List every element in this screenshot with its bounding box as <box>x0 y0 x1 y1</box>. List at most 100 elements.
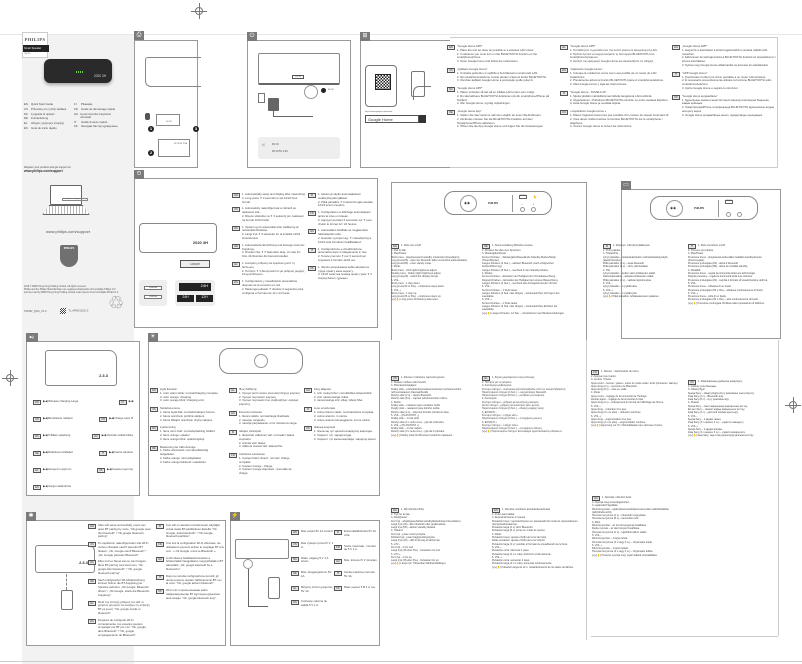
wireless-charging-list: EN▶◀ Wireless charging Large FI▶◀ CS▶◀ Be… <box>33 399 133 490</box>
quick-guide-sheet: DC IN <box>156 114 180 126</box>
bluetooth-panel: ✱ 2.3.3 <box>26 512 226 646</box>
search-icon[interactable] <box>419 115 426 123</box>
speaker-side-outline: 2.3.3 <box>45 350 117 386</box>
power-cable <box>273 111 313 117</box>
box-contents-icon: ⎙ <box>134 31 144 40</box>
mic-buttons-icon: ◉◉ <box>670 206 677 210</box>
brand-label: PHILIPS <box>488 202 499 205</box>
clock-display: 2020 3H <box>192 240 208 245</box>
step-1-badge: 1 <box>148 126 154 132</box>
format-inset-left: 12H/24H 12H/24H <box>139 280 167 306</box>
vol-up-button <box>531 207 536 212</box>
google-home-panel: ⊞ https://www.google.com/home/ Google Ho… <box>360 32 450 168</box>
adapter-box: DC IN 5V 2.5A <box>158 139 190 157</box>
google-home-search-field[interactable]: Google Home <box>365 115 419 123</box>
usb-charging-panel: ⚡ <box>230 512 380 646</box>
wc-item: DE▶◀ Drahtloses Aufladen <box>33 450 73 456</box>
brand-label: PHILIPS <box>694 207 705 210</box>
control-panel-illustration-right: ◉◉ PHILIPS BT/AUX <box>650 196 758 220</box>
battery-icon: ⚡ <box>230 512 240 521</box>
wc-item: FI▶◀ <box>118 399 133 405</box>
led-dots <box>76 71 84 73</box>
clock-icon: ⏲ <box>134 170 144 179</box>
speaker-clock: 2020 3H <box>94 74 107 78</box>
bt-aux-button: BT/AUX <box>519 195 527 199</box>
person-icon <box>145 113 150 120</box>
step-2-badge: 2 <box>148 150 154 156</box>
recycle-icon: ♲ <box>108 293 125 313</box>
minus-icon: – <box>521 202 523 206</box>
play-pause-icon: ▶|| <box>26 333 38 342</box>
format-button-callout: 12H/24H <box>180 260 210 268</box>
page-divider-top <box>0 34 802 35</box>
bt-ok-label: DC IN <box>328 89 334 91</box>
wc-item: IT▶◀ Carica wireless <box>98 450 133 456</box>
speaker-product-image: 2020 3H <box>44 59 112 83</box>
wc-item: KK▶◀ Сымсыз қуаттау <box>96 467 133 473</box>
philips-logo-box: PHILIPS Smart Speaker TAPM2 <box>22 32 49 58</box>
bluetooth-icon: ✱ <box>26 512 36 521</box>
phone-icon <box>61 590 73 610</box>
registration-mark-left <box>2 370 18 386</box>
doc-code: TAPM2_QSG_V1.0 <box>24 309 47 313</box>
qr-mini-icon <box>60 308 67 314</box>
qr-card <box>365 65 397 107</box>
speaker-back-outline <box>258 53 340 85</box>
mic-ring <box>460 195 477 212</box>
hand-icon <box>413 86 431 100</box>
wc-item: EN▶◀ Wireless charging Large <box>33 399 78 405</box>
plus-icon: • <box>533 202 535 206</box>
brand-name: PHILIPS <box>24 37 46 42</box>
light-emotion-panel: ☀ <box>148 333 380 496</box>
wc-item: CS▶◀ Bezdrátové nabíjení <box>33 416 73 422</box>
gh-instructions-col2: EL"Google Home APP"1. Τοποθετήστε τη μον… <box>560 44 670 130</box>
gh-instructions-col3: HU„Google Home APP"1. Helyezze a készülé… <box>672 44 776 119</box>
dc-in-port: DC IN <box>292 75 304 79</box>
wc-item: HU▶◀ Vezeték nélküli töltés <box>91 433 133 439</box>
bt-ok-icon <box>321 88 326 93</box>
wc-item: ES▶◀ Carga inalámbrica <box>33 484 71 490</box>
register-text: Register your product and get support at <box>24 166 71 169</box>
pair-icon: ✋ <box>533 195 537 199</box>
usb-port-zoom <box>243 559 253 569</box>
page-divider-bottom <box>0 661 802 662</box>
wc-item: DA▶◀ Trådløs opladning <box>33 433 70 439</box>
light-icon: ☀ <box>148 333 158 342</box>
google-home-url[interactable]: https://www.google.com/home/ <box>365 111 393 113</box>
vol-down-button <box>520 207 525 212</box>
power-adapter-icon <box>268 98 279 111</box>
wall-socket-icon <box>258 93 265 103</box>
speaker-top-illustration <box>219 348 303 374</box>
step-3-badge: 3 <box>193 126 199 132</box>
wc-item: FR▶◀ Charge sans fil <box>99 416 133 422</box>
support-url-bold[interactable]: www.philips.com/support <box>24 169 63 173</box>
speaker-illustration: 2.3.3 <box>35 545 95 573</box>
gh-instructions-col1: EN"Google Home APP"1. Place the unit as … <box>447 44 557 130</box>
laptop-url: www.philips.com/support <box>62 198 88 201</box>
bt-link-line <box>66 574 67 590</box>
support-url[interactable]: www.philips.com/support <box>45 229 91 234</box>
dc-in-info-box: ⊂ DC IN DC IN 5V 2.5A <box>258 137 340 159</box>
control-panel-illustration-left: ◉◉ PHILIPS BT/AUX ✋ – • <box>444 191 552 215</box>
speaker-display-outline: 2020 3H <box>139 223 217 253</box>
